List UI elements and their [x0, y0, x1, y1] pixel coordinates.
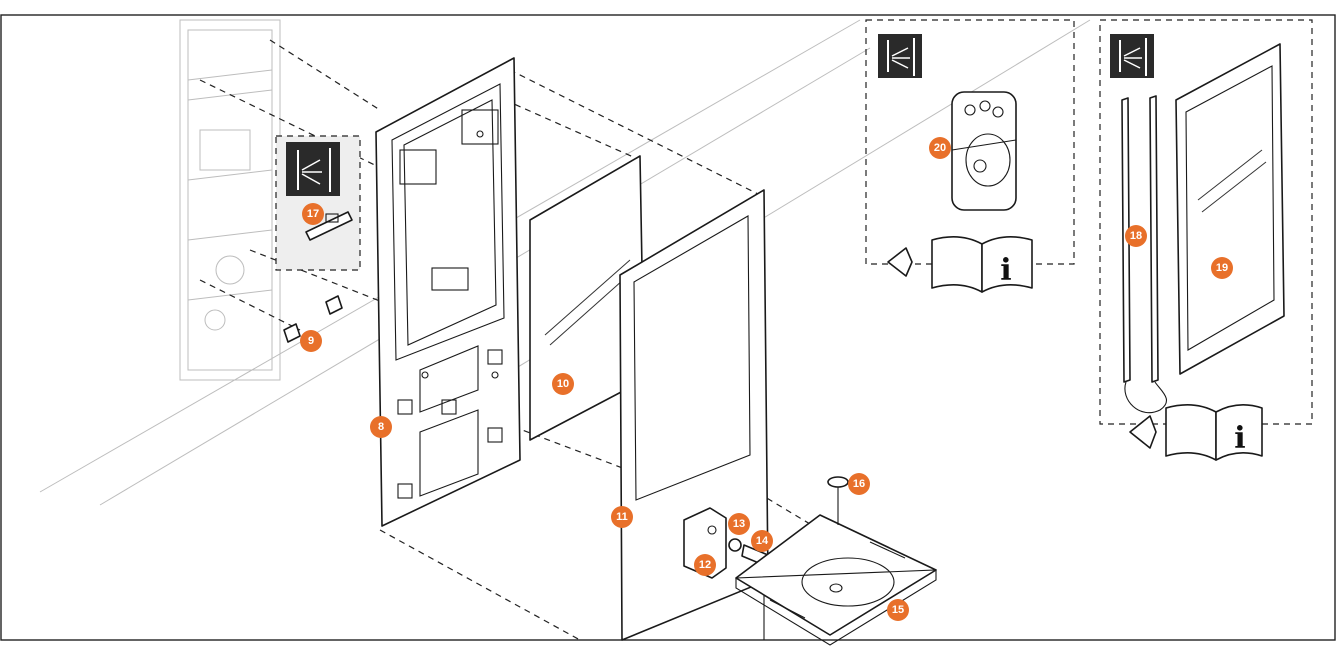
- callout-9: 9: [300, 330, 322, 352]
- callout-19: 19: [1211, 257, 1233, 279]
- svg-text:8: 8: [378, 421, 384, 433]
- svg-text:11: 11: [616, 511, 628, 523]
- svg-text:15: 15: [892, 604, 904, 616]
- drain-plug: [827, 476, 849, 525]
- svg-text:12: 12: [699, 559, 711, 571]
- callout-8: 8: [370, 416, 392, 438]
- svg-text:14: 14: [756, 535, 769, 547]
- callout-11: 11: [611, 506, 633, 528]
- back-plate: [375, 57, 521, 527]
- callout-16: 16: [848, 473, 870, 495]
- image-frame: [0, 14, 1336, 641]
- callout-14: 14: [751, 530, 773, 552]
- mounting-bracket: [683, 507, 769, 579]
- callout-20: 20: [929, 137, 951, 159]
- power-symbol-icon: [878, 34, 922, 78]
- svg-text:9: 9: [308, 335, 314, 347]
- svg-text:i: i: [1234, 421, 1245, 456]
- svg-text:17: 17: [307, 208, 319, 220]
- callout-13: 13: [728, 513, 750, 535]
- svg-text:16: 16: [853, 478, 865, 490]
- svg-text:18: 18: [1130, 230, 1142, 242]
- manual-info-icon: i: [887, 236, 1033, 293]
- svg-text:i: i: [1000, 253, 1011, 288]
- svg-text:10: 10: [557, 378, 569, 390]
- power-symbol-icon: [286, 142, 340, 196]
- svg-text:19: 19: [1216, 262, 1228, 274]
- callout-12: 12: [694, 554, 716, 576]
- screws: [283, 295, 343, 343]
- callout-10: 10: [552, 373, 574, 395]
- accessory-box-remote: [865, 19, 1075, 265]
- callout-15: 15: [887, 599, 909, 621]
- callout-18: 18: [1125, 225, 1147, 247]
- accessory-box-mirror: [1099, 19, 1313, 425]
- power-symbol-icon: [1110, 34, 1154, 78]
- callout-17: 17: [302, 203, 324, 225]
- svg-text:13: 13: [733, 518, 745, 530]
- installation-frame: [179, 19, 281, 381]
- manual-info-icon: i: [1129, 404, 1263, 461]
- basin: [735, 514, 937, 646]
- svg-text:20: 20: [934, 142, 946, 154]
